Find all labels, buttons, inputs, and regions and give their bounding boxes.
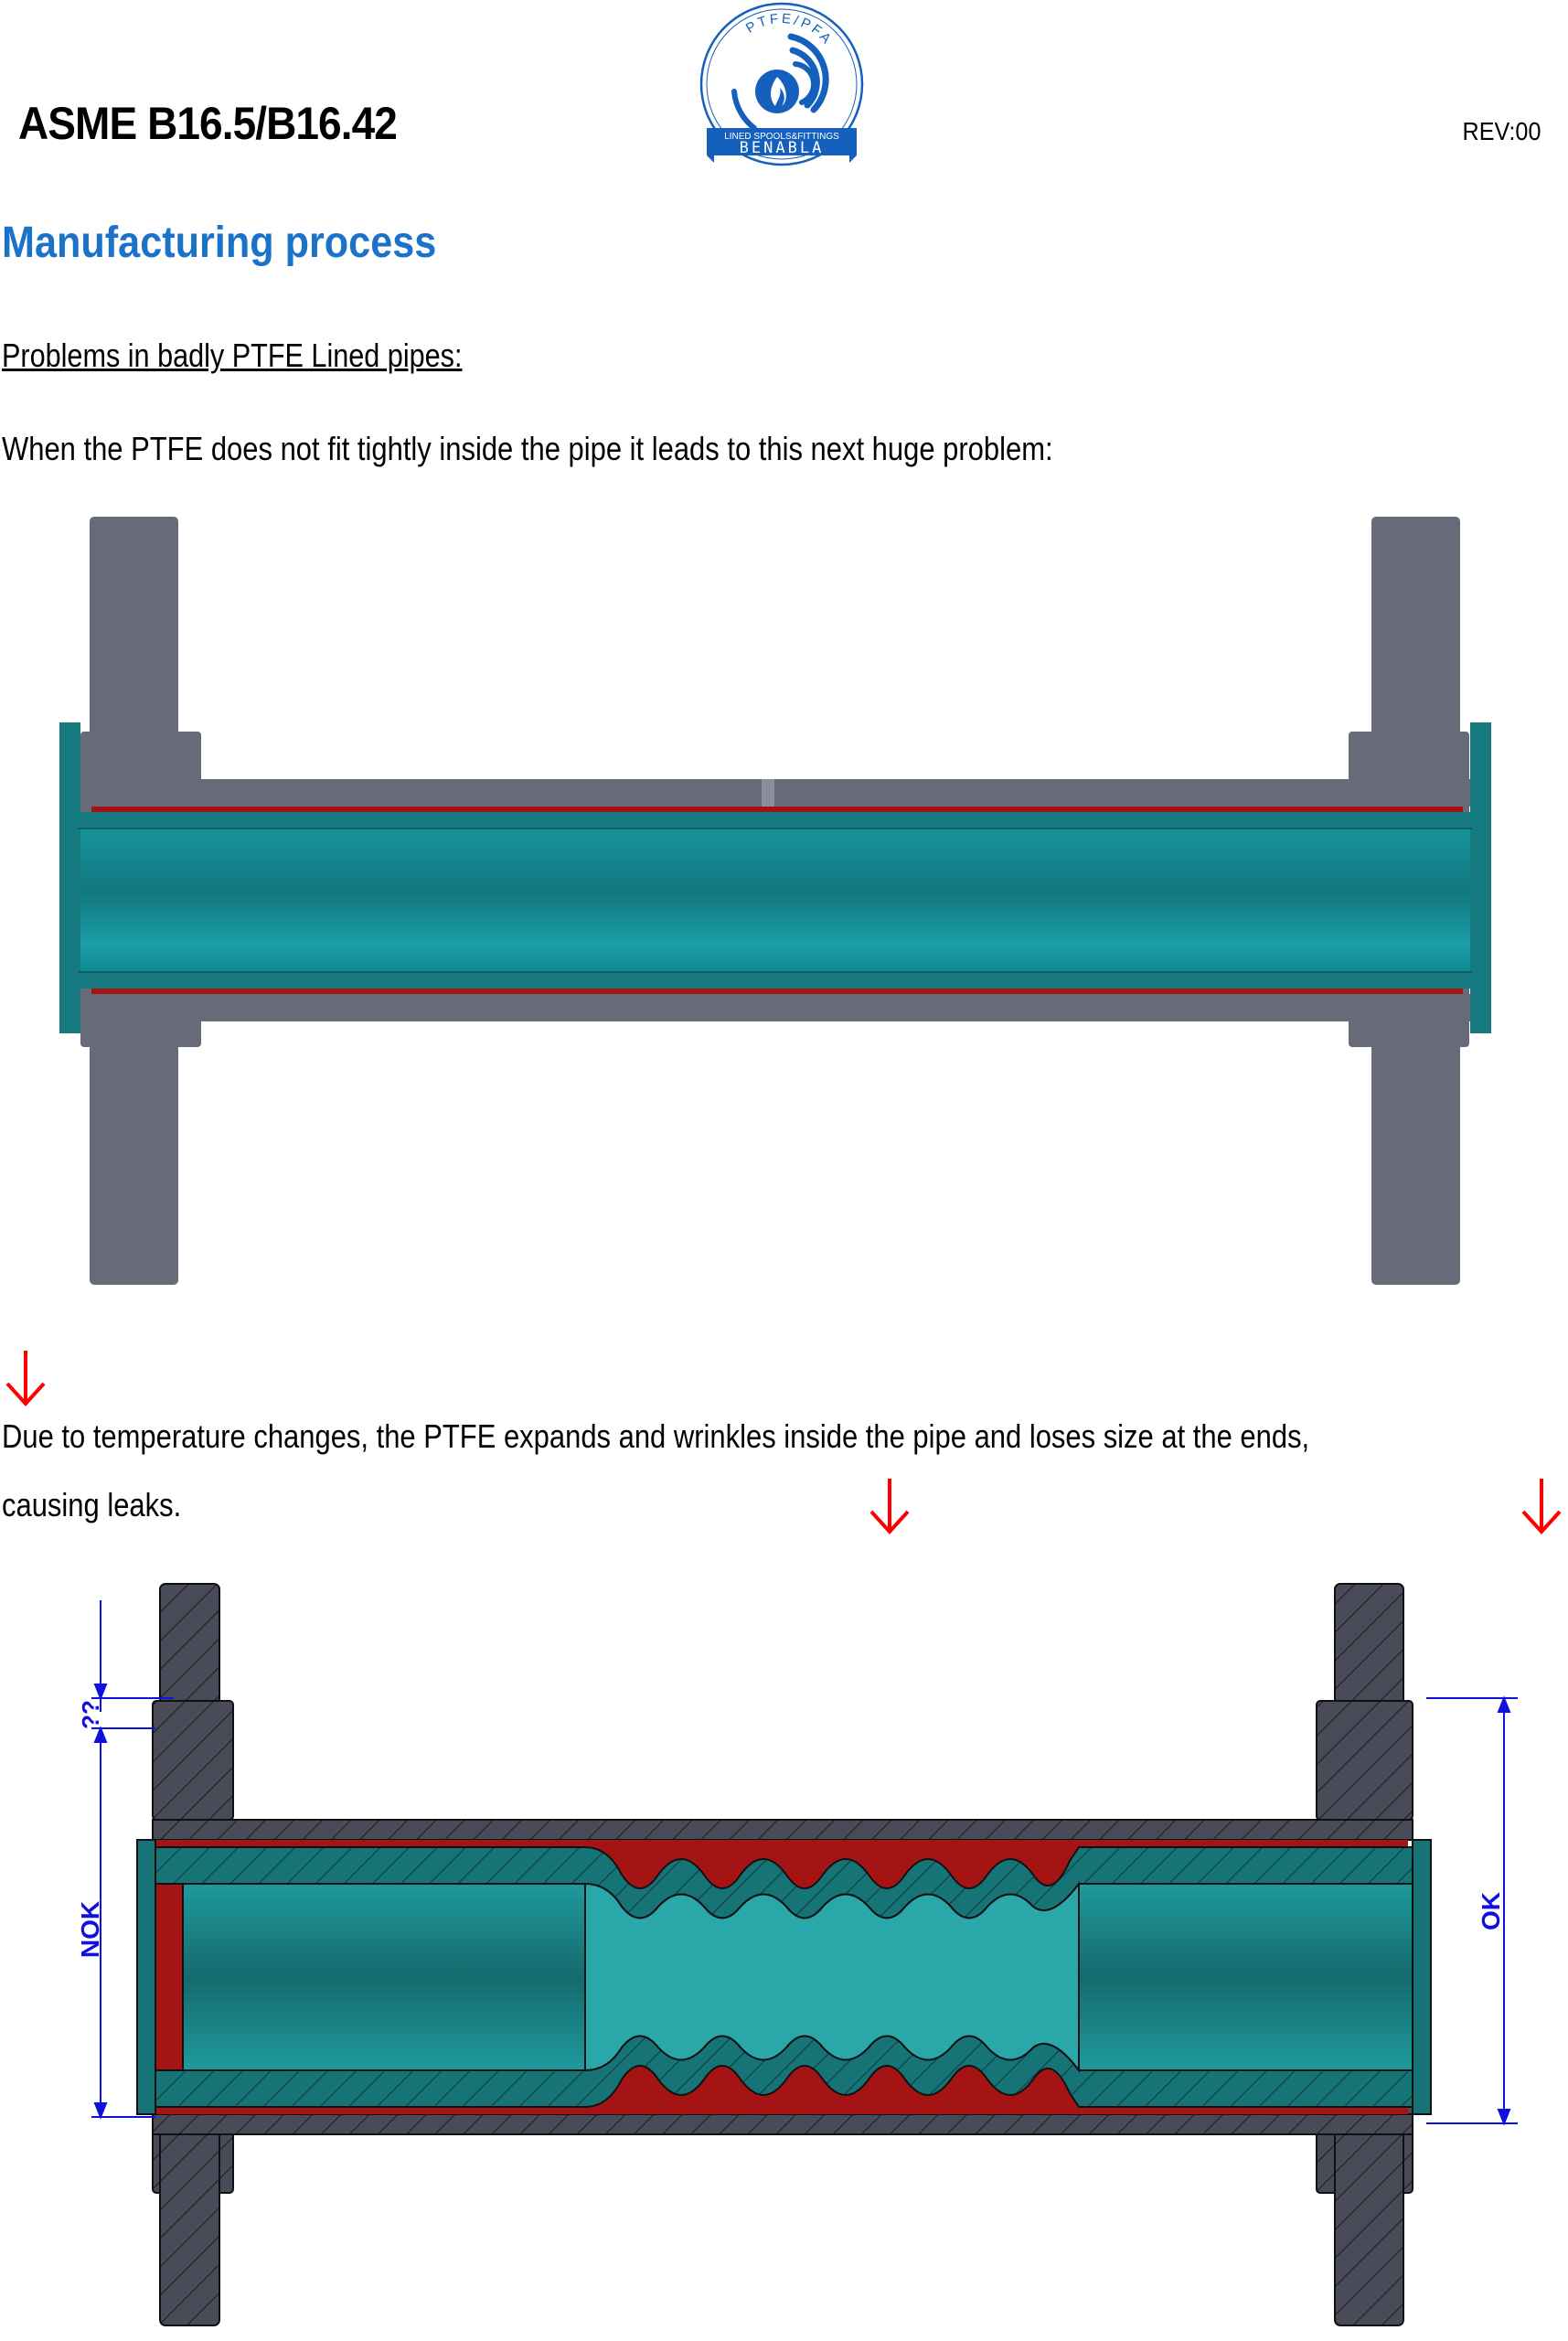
gap-top	[91, 807, 1463, 812]
pipe-bore-left	[182, 1883, 586, 2071]
effect-paragraph-line2: causing leaks.	[2, 1486, 182, 1523]
subheading: Problems in badly PTFE Lined pipes:	[2, 337, 463, 374]
steel-pipe-bottom	[80, 994, 1470, 1021]
ptfe-liner-top	[64, 812, 1481, 828]
dimension-nok	[91, 1600, 174, 2120]
left-liner-face	[136, 1839, 156, 2115]
red-arrow-down-icon	[869, 1479, 910, 1534]
dimension-label-nok: NOK	[76, 1901, 104, 1958]
steel-pipe-top	[152, 1819, 1413, 1841]
lined-pipe-diagram-defective: ?? NOK OK	[76, 1583, 1518, 2326]
revision-label: REV:00	[1462, 117, 1541, 145]
dimension-ok	[1426, 1695, 1518, 2126]
right-liner-face	[1470, 722, 1491, 1033]
pipe-bore-right	[1078, 1883, 1427, 2071]
svg-text:PTFE/PFA: PTFE/PFA	[743, 11, 836, 48]
section-title: Manufacturing process	[2, 219, 437, 267]
gap-bottom	[91, 989, 1463, 994]
logo-banner-small: LINED SPOOLS&FITTINGS	[724, 132, 839, 142]
red-arrow-down-icon	[5, 1351, 46, 1406]
intro-paragraph: When the PTFE does not fit tightly insid…	[2, 430, 1053, 467]
document-title: ASME B16.5/B16.42	[18, 98, 398, 149]
pipe-bore	[78, 828, 1472, 972]
benabla-logo: PTFE/PFA LINED SPOOLS&FITTINGS BENABLA	[699, 2, 864, 166]
lined-pipe-diagram-correct	[59, 517, 1491, 1285]
steel-pipe-bottom	[152, 2113, 1413, 2135]
right-liner-face	[1412, 1839, 1432, 2115]
pipe-bore-wrinkled	[584, 1881, 1080, 2073]
left-liner-face	[59, 722, 80, 1033]
ptfe-liner-bottom	[64, 972, 1481, 989]
logo-top-text: PTFE/PFA	[743, 11, 833, 48]
dimension-label-ok: OK	[1477, 1892, 1505, 1930]
red-arrow-down-icon	[1521, 1479, 1562, 1534]
dimension-label-unknown: ??	[77, 1700, 104, 1729]
steel-pipe-top	[80, 779, 1470, 807]
effect-paragraph-line1: Due to temperature changes, the PTFE exp…	[2, 1417, 1310, 1455]
logo-banner-large: BENABLA	[740, 139, 825, 157]
